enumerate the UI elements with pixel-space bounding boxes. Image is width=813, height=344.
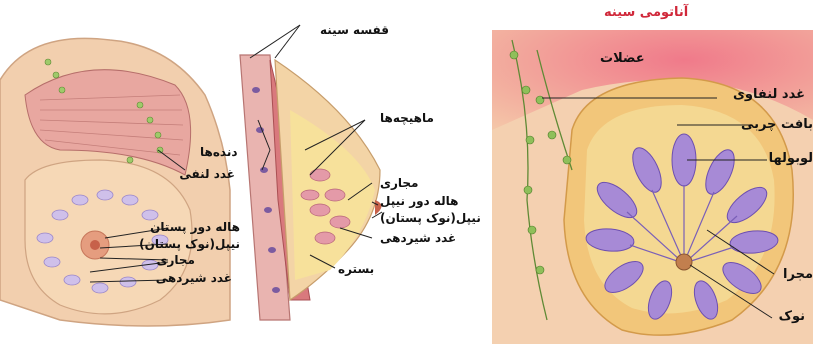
label-milk-glands-mid: غدد شیردهی — [380, 232, 456, 244]
label-areola: هاله دور پستان — [150, 221, 240, 233]
label-nipple-right: نوک — [779, 310, 805, 323]
middle-illustration — [230, 0, 492, 344]
label-nipple: نیپل(نوک پستان) — [139, 238, 240, 250]
label-ducts-mid: مجاری — [380, 177, 419, 189]
label-milk-glands: غدد شیردهی — [156, 272, 232, 284]
label-lobules: لوبولها — [769, 152, 813, 165]
label-nipple-mid: نیپل(نوک پستان) — [380, 212, 481, 224]
left-breast-front-diagram: غدد لنفی هاله دور پستان نیپل(نوک پستان) … — [0, 0, 250, 344]
label-bed: بستره — [338, 263, 374, 275]
label-fatty-tissue: بافت چربی — [741, 118, 813, 131]
label-rib-cage: قفسه سینه — [320, 24, 389, 36]
label-lymph-nodes: غدد لنفی — [179, 168, 235, 180]
label-ducts-right: مجرا — [783, 268, 813, 281]
right-illustration — [492, 0, 813, 344]
label-ribs: دنده‌ها — [200, 146, 238, 158]
label-muscles: ماهیچه‌ها — [380, 112, 434, 124]
label-muscles-right: عضلات — [600, 52, 645, 65]
label-areola-mid: هاله دور نیپل — [380, 195, 459, 207]
label-lymph-right: غدد لنفاوی — [733, 88, 805, 101]
right-breast-anatomy-diagram: آناتومی سینه — [492, 0, 813, 344]
label-ducts: مجاری — [157, 254, 196, 266]
middle-breast-side-diagram: قفسه سینه ماهیچه‌ها دنده‌ها مجاری هاله د… — [230, 0, 492, 344]
